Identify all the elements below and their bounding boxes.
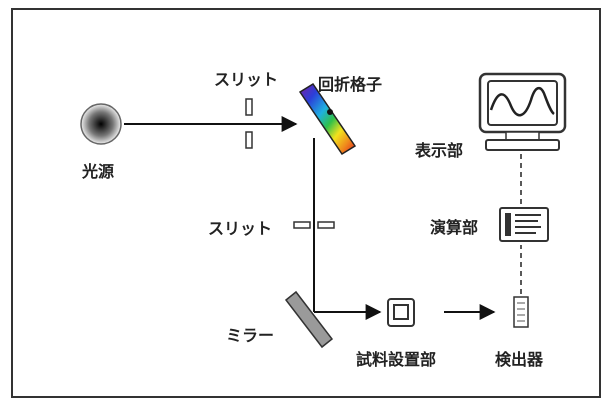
computation-unit: [499, 207, 549, 242]
label-sample: 試料設置部: [356, 350, 437, 369]
label-detector: 検出器: [495, 350, 544, 369]
detector: [513, 296, 529, 328]
slit-mid-left: [293, 221, 311, 229]
slit-top-lower: [245, 131, 253, 149]
label-light-source: 光源: [82, 162, 115, 181]
label-display: 表示部: [415, 141, 464, 160]
slit-mid-right: [317, 221, 335, 229]
label-mirror: ミラー: [226, 326, 275, 345]
label-slit-mid: スリット: [208, 219, 273, 238]
diffraction-grating: [298, 82, 357, 156]
mirror: [284, 290, 334, 349]
slit-top-upper: [245, 98, 253, 116]
frame-border: [11, 8, 601, 398]
sample-holder: [387, 298, 415, 327]
label-grating: 回折格子: [318, 75, 383, 94]
label-computation: 演算部: [430, 218, 479, 237]
label-slit-top: スリット: [214, 70, 279, 89]
display-monitor: [478, 72, 567, 151]
light-source-lamp: [80, 103, 122, 145]
